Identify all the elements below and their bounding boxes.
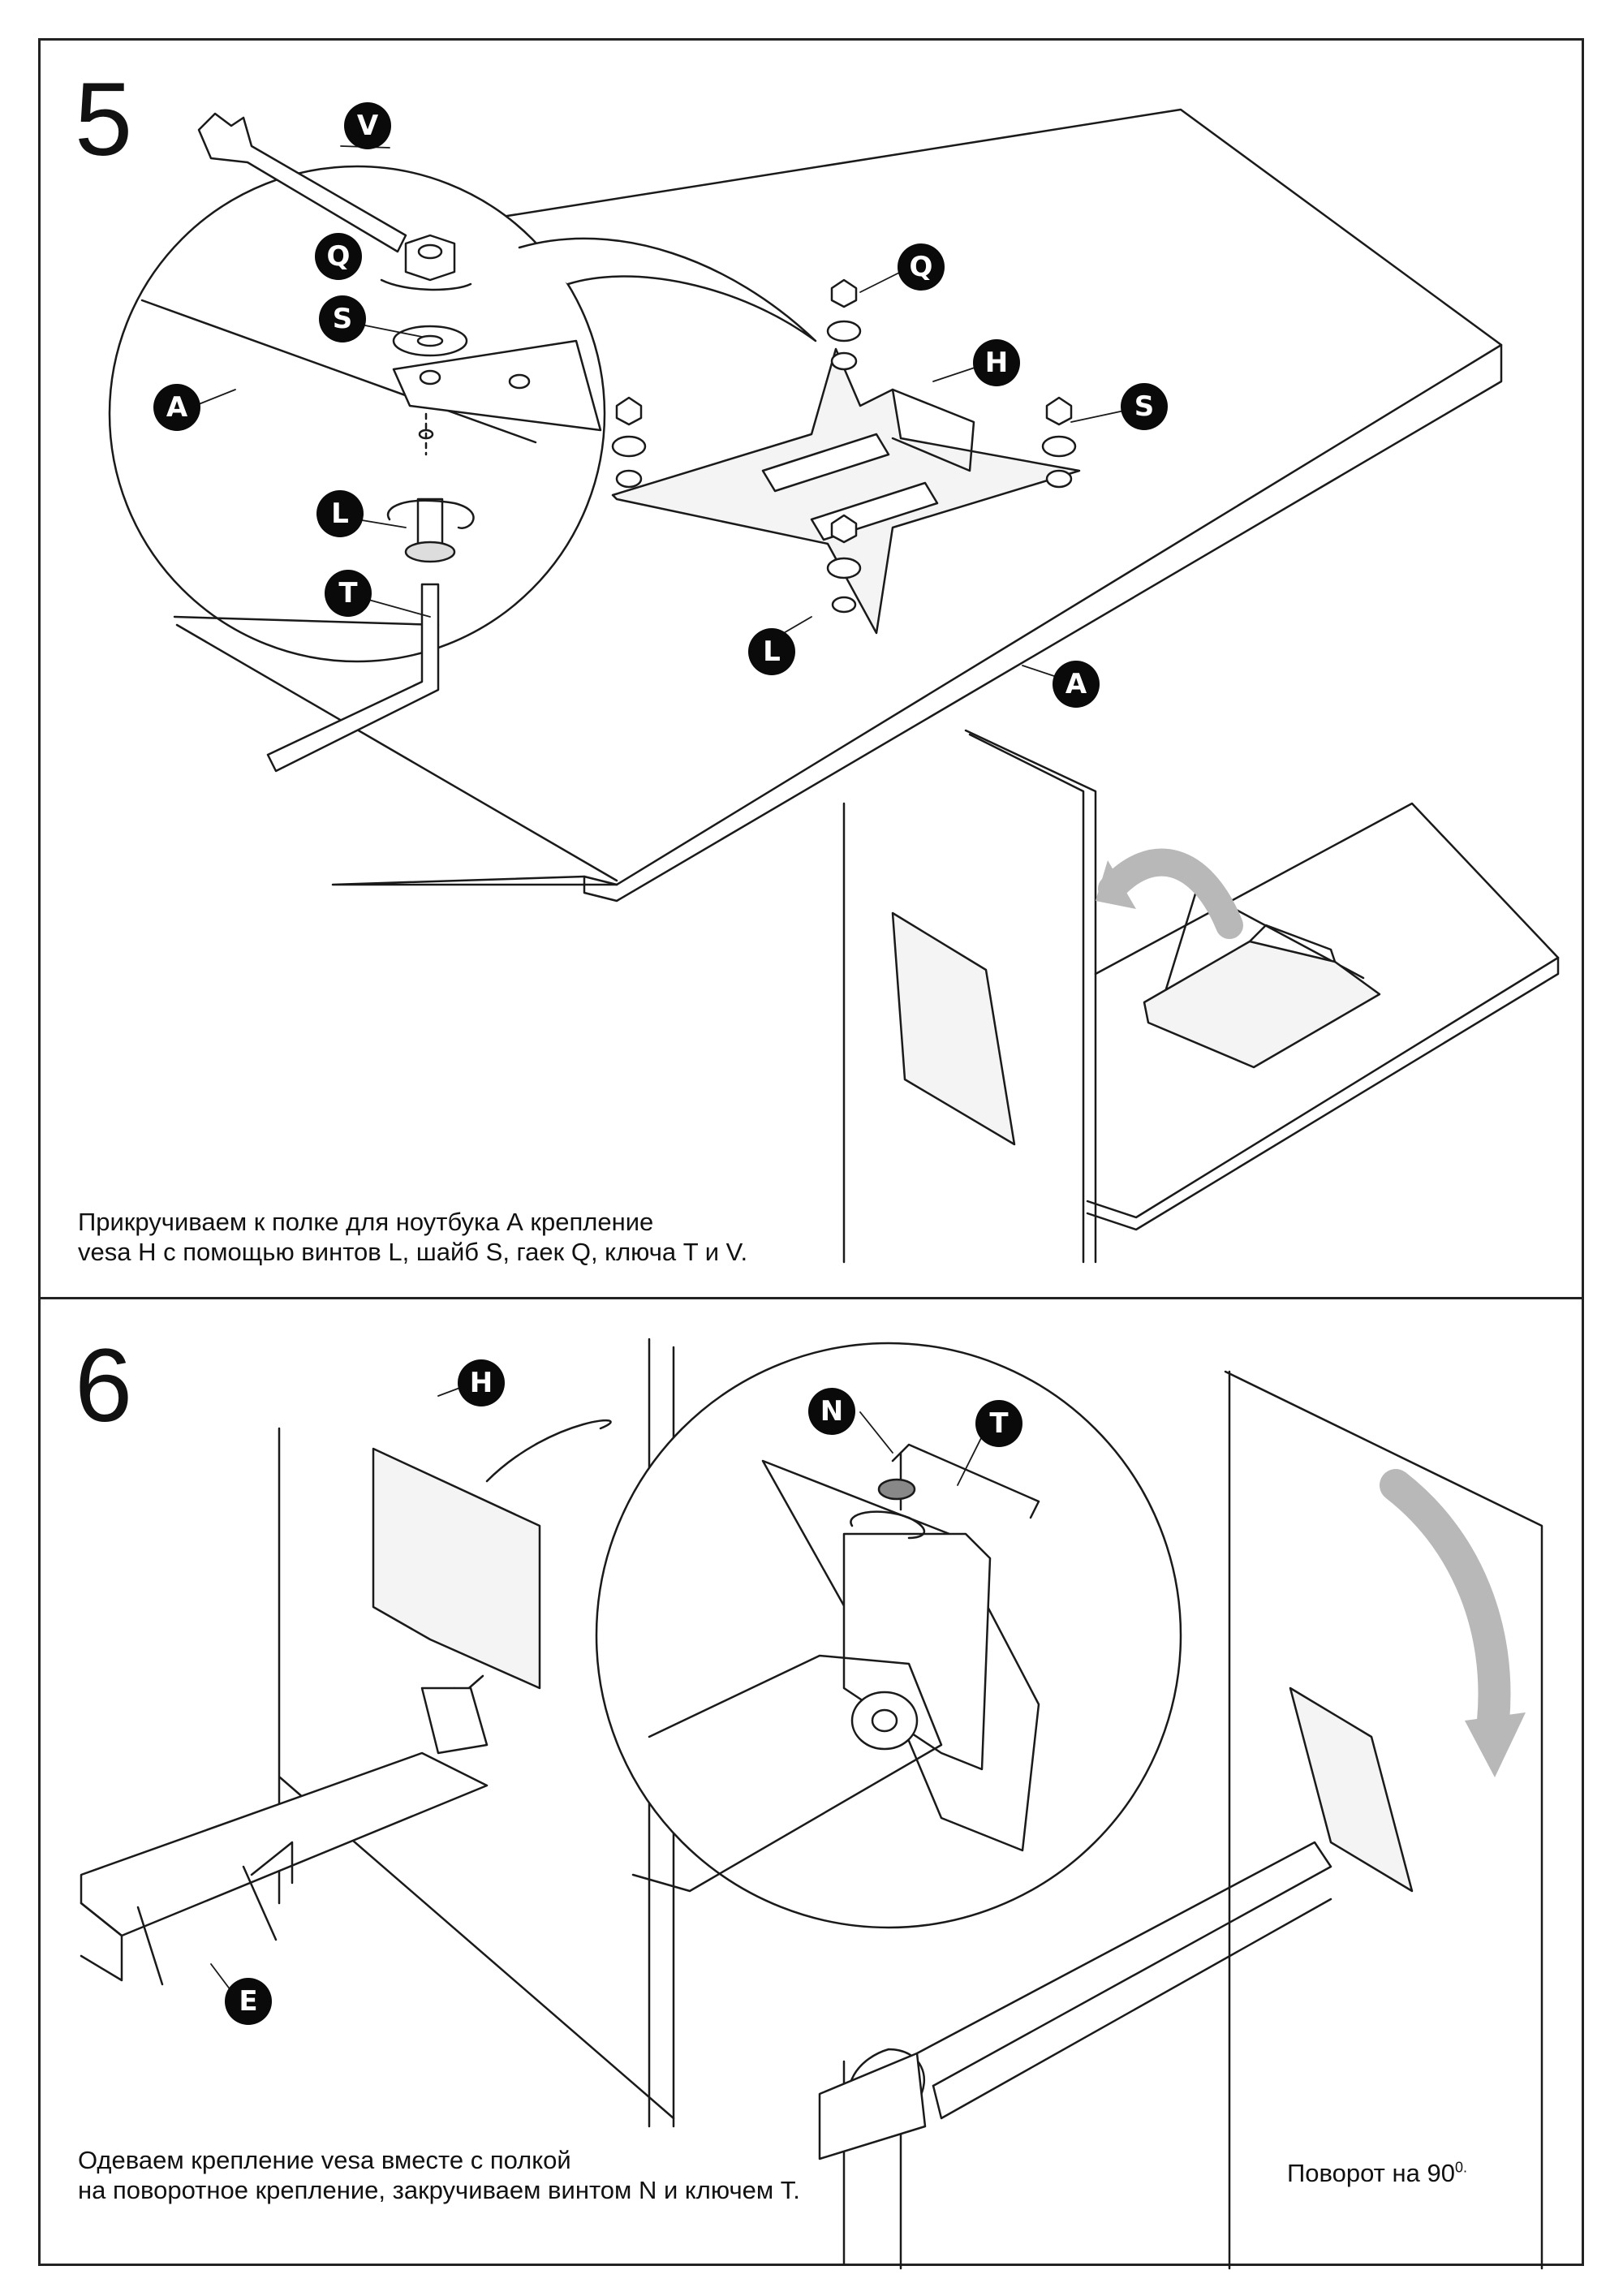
step-number-6: 6 <box>75 1328 133 1444</box>
rotation-preview-step5 <box>844 730 1558 1262</box>
rotation-note: Поворот на 900. <box>1287 2159 1467 2188</box>
rotation-note-unit: 0. <box>1454 2159 1467 2176</box>
label-a-shelf: A <box>1053 661 1100 708</box>
step-6-caption-line-2: на поворотное крепление, закручиваем вин… <box>78 2176 800 2204</box>
label-t-detail: T <box>325 570 372 617</box>
vesa-plate-step5 <box>613 280 1079 633</box>
label-t-step6: T <box>975 1400 1022 1447</box>
label-q-detail: Q <box>315 233 362 280</box>
label-n: N <box>808 1388 855 1435</box>
label-e: E <box>225 1978 272 2025</box>
label-a-detail: A <box>153 384 200 431</box>
step-5-caption-line-2: vesa H с помощью винтов L, шайб S, гаек … <box>78 1238 748 1266</box>
step-6-caption-line-1: Одеваем крепление vesa вместе с полкой <box>78 2146 571 2174</box>
step-5-caption: Прикручиваем к полке для ноутбука А креп… <box>78 1207 747 1267</box>
label-l-detail: L <box>316 490 364 537</box>
step-5-caption-line-1: Прикручиваем к полке для ноутбука А креп… <box>78 1208 654 1236</box>
label-s-detail: S <box>319 295 366 342</box>
step-number-5: 5 <box>75 62 133 178</box>
rotation-note-text: Поворот на 90 <box>1287 2159 1455 2187</box>
label-h-step6: H <box>458 1359 505 1406</box>
step-divider <box>38 1297 1584 1299</box>
detail-magnifier-step6 <box>487 1343 1181 1928</box>
arm-assembly-right-step6 <box>820 1372 1542 2268</box>
label-v: V <box>344 102 391 149</box>
label-q-plate: Q <box>898 243 945 291</box>
label-h-plate: H <box>973 339 1020 386</box>
rotate-arrow-step6 <box>1396 1485 1495 1721</box>
label-l-plate: L <box>748 628 795 675</box>
arm-assembly-left-step6 <box>81 1339 674 2126</box>
page-frame <box>38 38 1584 2266</box>
step-6-caption: Одеваем крепление vesa вместе с полкой н… <box>78 2145 800 2205</box>
detail-magnifier-step5 <box>110 114 816 771</box>
rotate-arrow-step5 <box>1112 863 1229 925</box>
label-s-plate: S <box>1121 383 1168 430</box>
